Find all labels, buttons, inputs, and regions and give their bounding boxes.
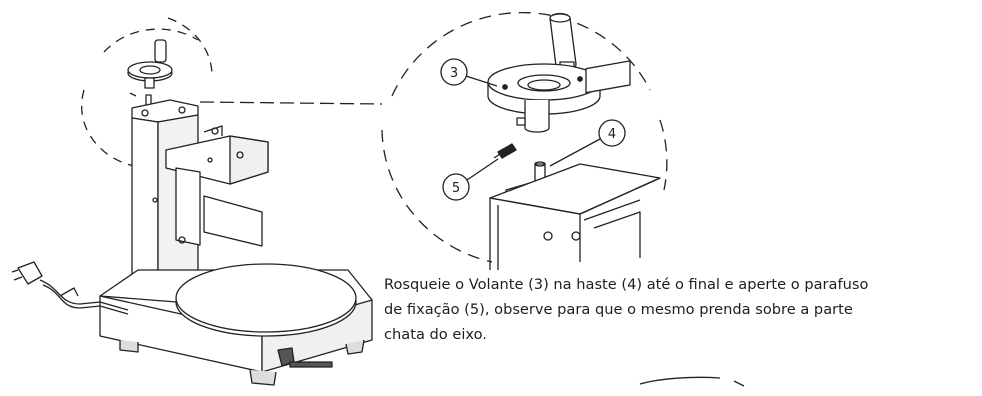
callout-number-5: 5	[452, 181, 460, 196]
caption-line-3: chata do eixo.	[384, 326, 487, 343]
next-figure-arc	[639, 376, 721, 385]
callout-number-3: 3	[450, 66, 458, 81]
housing-box	[489, 60, 661, 270]
detail-leader-line	[199, 101, 383, 105]
power-cord	[11, 261, 129, 315]
callout-number-4: 4	[608, 127, 616, 142]
instruction-caption: Rosqueie o Volante (3) na haste (4) até …	[384, 272, 976, 347]
handwheel-large	[487, 63, 601, 133]
handwheel-small	[127, 39, 173, 108]
turntable-disc	[175, 263, 357, 337]
arm	[165, 125, 269, 247]
next-figure-dash	[733, 380, 745, 387]
callout-3	[440, 58, 498, 87]
callout-5	[442, 158, 499, 201]
fixing-screw	[493, 143, 517, 159]
caption-line-1: Rosqueie o Volante (3) na haste (4) até …	[384, 276, 869, 293]
detail-circle-large	[381, 11, 668, 263]
caption-line-2: de fixação (5), observe para que o mesmo…	[384, 301, 853, 318]
callout-4	[549, 119, 626, 167]
